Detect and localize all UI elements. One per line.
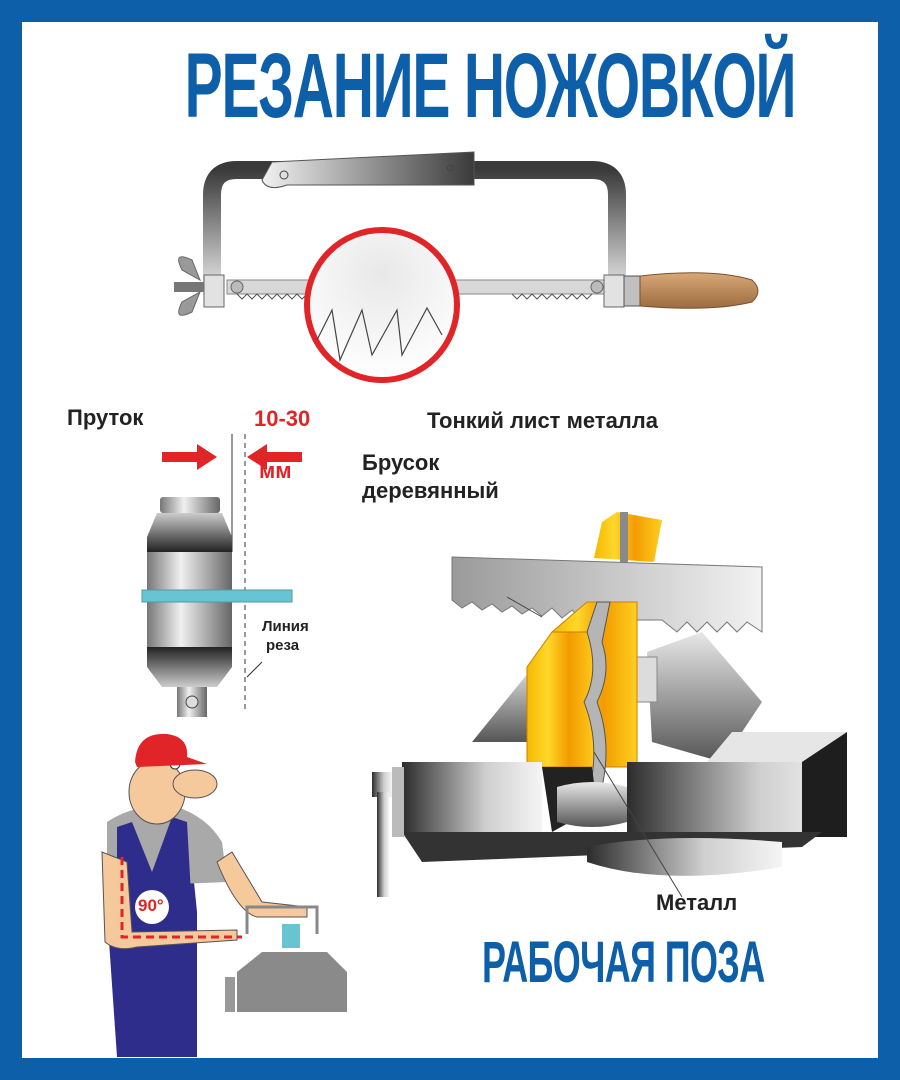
vise-with-wood-blocks-illustration [372, 512, 847, 898]
thin-sheet-label: Тонкий лист металла [427, 408, 658, 433]
poster: РЕЗАНИЕ НОЖОВКОЙ [22, 22, 878, 1058]
metal-label: Металл [656, 890, 738, 915]
cut-line-label-2: реза [266, 637, 300, 654]
rod-in-chuck-illustration [141, 434, 302, 717]
rod-label: Пруток [67, 405, 144, 430]
cut-line-label-1: Линия [262, 618, 309, 635]
distance-value: 10-30 [254, 406, 311, 431]
hacksaw-illustration [174, 151, 759, 383]
angle-label: 90° [138, 896, 164, 915]
posture-title: РАБОЧАЯ ПОЗА [482, 930, 765, 995]
wood-block-label-2: деревянный [362, 478, 499, 503]
worker-posture-illustration [101, 733, 347, 1057]
wood-block-label-1: Брусок [362, 450, 440, 475]
poster-title: РЕЗАНИЕ НОЖОВКОЙ [184, 35, 797, 137]
